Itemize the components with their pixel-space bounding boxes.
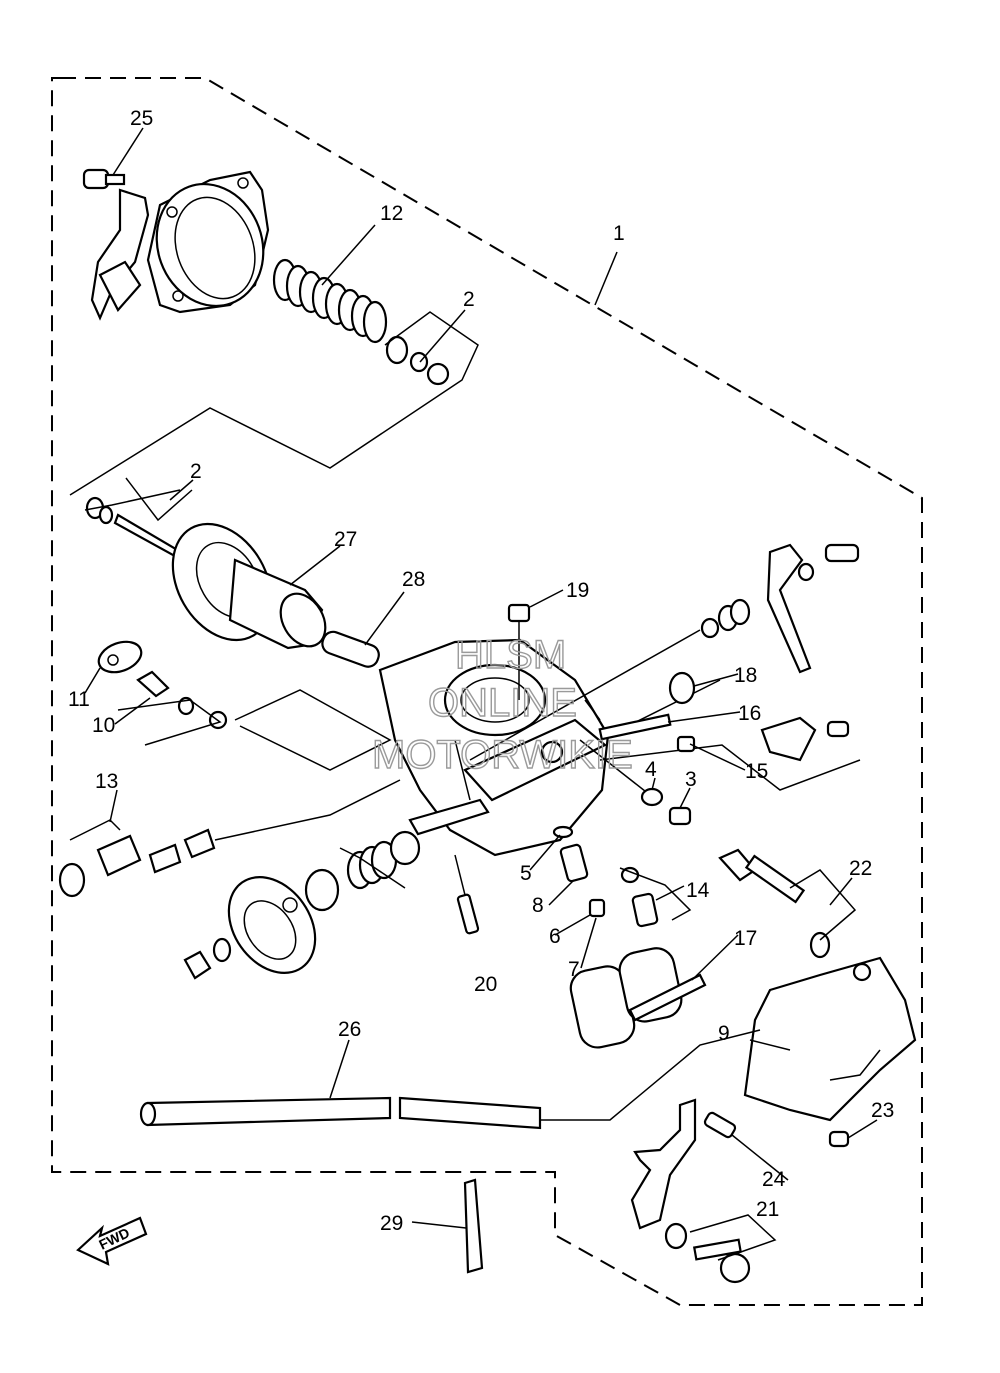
callout-12: 12 [380, 202, 403, 225]
leader-20 [454, 854, 466, 896]
callout-2-lower: 2 [190, 460, 202, 483]
part-6-main-jet [588, 898, 606, 918]
callout-19: 19 [566, 579, 589, 602]
callout-21: 21 [756, 1198, 779, 1221]
part-29-clip [463, 1178, 484, 1274]
part-28-pin [321, 630, 380, 668]
part-4-washer [640, 787, 664, 807]
lower-throttle-lever [630, 1098, 697, 1230]
callout-10: 10 [92, 714, 115, 737]
part-19-jet [507, 603, 531, 623]
throttle-stop-bracket [760, 716, 850, 762]
carburetor-flange [146, 170, 270, 314]
group-22-bracket [789, 869, 857, 941]
callout-16: 16 [738, 702, 761, 725]
callout-4: 4 [645, 758, 657, 781]
part-22-set [718, 848, 831, 959]
callout-8: 8 [532, 894, 544, 917]
part-14-float-valve [620, 866, 659, 928]
carburetor-body [378, 638, 610, 857]
callout-3: 3 [685, 768, 697, 791]
callout-26: 26 [338, 1018, 361, 1041]
watermark-line-1: HLSM [455, 633, 566, 677]
part-13-set [58, 828, 216, 898]
part-15-plug [676, 735, 696, 753]
part-8-needle-jet [559, 843, 589, 883]
lower-spring-set [304, 830, 421, 912]
group-10-bracket [117, 699, 222, 746]
group-2-bracket-line [69, 311, 479, 496]
part-21-set [664, 1222, 751, 1284]
part-24-screw [703, 1111, 737, 1139]
callout-2-upper: 2 [463, 288, 475, 311]
body-leader-left [234, 689, 392, 771]
callout-24: 24 [762, 1168, 786, 1191]
fwd-direction-arrow: FWD [76, 1216, 148, 1266]
part-9-float-bowl [743, 956, 917, 1122]
callout-27: 27 [334, 528, 357, 551]
watermark-line-2: ONLINE [428, 681, 577, 725]
callout-18: 18 [734, 664, 757, 687]
callout-11: 11 [68, 688, 90, 711]
part-2-needle [85, 496, 188, 562]
watermark-line-3: MOTORWIKIE [372, 733, 633, 777]
callout-25: 25 [130, 107, 153, 130]
leader-15 [599, 744, 861, 791]
callout-28: 28 [402, 568, 425, 591]
callout-6: 6 [549, 925, 561, 948]
callout-1: 1 [613, 222, 625, 245]
callout-17: 17 [734, 927, 757, 950]
callout-9: 9 [718, 1022, 730, 1045]
body-leader-13 [214, 779, 401, 841]
callout-leaders [84, 127, 878, 1229]
spring-set-upper-right [700, 598, 751, 639]
part-5-oring [552, 825, 574, 839]
leader-26 [540, 1029, 761, 1121]
part-25-bolt [82, 168, 126, 190]
part-18-collar [668, 671, 696, 705]
cover-plate [227, 876, 317, 974]
callout-13: 13 [95, 770, 118, 793]
part-16-rod [598, 713, 672, 741]
leader-4 [579, 739, 651, 796]
part-10-screw-set [136, 670, 228, 730]
part-26-tube [139, 1096, 542, 1130]
part-17-float [569, 947, 707, 1049]
callout-14: 14 [686, 879, 710, 902]
part-27-diaphragm-piston [171, 522, 327, 650]
group-21-bracket [689, 1214, 777, 1261]
assembly-boundary [51, 77, 923, 1306]
throttle-lever-upper [766, 543, 860, 674]
callout-22: 22 [849, 857, 872, 880]
callout-29: 29 [380, 1212, 403, 1235]
callout-23: 23 [871, 1099, 894, 1122]
group-14-bracket [619, 867, 692, 921]
leader-spring-right [469, 629, 701, 761]
needle-leader [84, 489, 181, 511]
cover-nut-set [183, 937, 232, 980]
leader-lower-spring [339, 847, 406, 889]
group-13-bracket [69, 819, 121, 841]
throttle-bracket [90, 188, 150, 321]
part-11-plate [97, 640, 143, 674]
part-2-upper-set [385, 335, 450, 386]
callout-7: 7 [568, 958, 580, 981]
callout-15: 15 [745, 760, 768, 783]
needle-bracket [125, 477, 193, 522]
part-23-screw [828, 1130, 850, 1148]
part-20-screw [456, 893, 480, 935]
callout-5: 5 [520, 862, 532, 885]
part-3-screw [668, 806, 692, 826]
watermark: HLSM ONLINE MOTORWIKIE [371, 632, 633, 777]
part-12-spring [272, 258, 388, 344]
callout-labels: 25 12 1 2 2 27 28 19 18 16 15 4 3 11 10 … [68, 107, 894, 1235]
callout-20: 20 [474, 973, 497, 996]
